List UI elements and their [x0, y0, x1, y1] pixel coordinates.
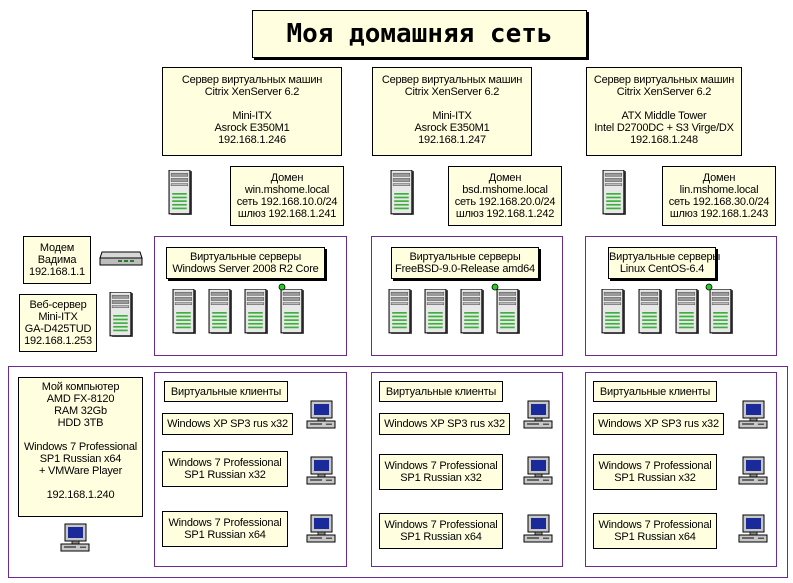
client-pc-icon — [738, 456, 768, 486]
vm-server-1-header: Сервер виртуальных машин Citrix XenServe… — [162, 67, 342, 156]
virtual-servers-2-label: Виртуальные серверы FreeBSD-9.0-Release … — [391, 247, 539, 279]
client-pc-icon — [306, 514, 336, 544]
virtual-clients-1-heading: Виртуальные клиенты — [164, 381, 288, 402]
client-2-3-note: Windows 7 Professional SP1 Russian x64 — [379, 513, 503, 549]
virtual-server-icon — [601, 289, 626, 335]
status-led-icon — [705, 283, 713, 291]
client-pc-icon — [523, 456, 553, 486]
client-pc-icon — [738, 514, 768, 544]
client-pc-icon — [523, 400, 553, 430]
client-2-1-note: Windows XP SP3 rus x32 — [379, 413, 510, 435]
client-pc-icon — [523, 514, 553, 544]
virtual-server-icon — [460, 289, 485, 335]
status-led-icon — [278, 283, 286, 291]
my-computer-icon — [60, 523, 90, 553]
virtual-server-icon — [675, 289, 700, 335]
client-3-3-note: Windows 7 Professional SP1 Russian x64 — [593, 513, 717, 549]
modem-icon — [99, 251, 143, 266]
vm-server-2-header: Сервер виртуальных машин Citrix XenServe… — [372, 67, 532, 156]
physical-server-1-icon — [168, 170, 193, 216]
virtual-server-icon — [496, 289, 521, 335]
virtual-server-icon — [638, 289, 663, 335]
web-server-note: Веб-сервер Mini-ITX GA-D425TUD 192.168.1… — [19, 294, 97, 352]
client-2-2-note: Windows 7 Professional SP1 Russian x32 — [379, 454, 503, 490]
virtual-server-icon — [388, 289, 413, 335]
client-3-2-note: Windows 7 Professional SP1 Russian x32 — [593, 454, 717, 490]
physical-server-2-icon — [390, 170, 415, 216]
my-computer-note: Мой компьютер AMD FX-8120 RAM 32Gb HDD 3… — [18, 377, 143, 517]
virtual-servers-1-label: Виртуальные серверы Windows Server 2008 … — [166, 247, 325, 279]
client-pc-icon — [306, 456, 336, 486]
physical-server-3-icon — [602, 170, 627, 216]
diagram-title: Моя домашняя сеть — [252, 10, 587, 58]
virtual-server-icon — [172, 289, 197, 335]
domain-3-note: Домен lin.mshome.local сеть 192.168.30.0… — [662, 166, 776, 226]
client-1-1-note: Windows XP SP3 rus x32 — [162, 413, 293, 435]
client-3-1-note: Windows XP SP3 rus x32 — [593, 413, 724, 435]
virtual-servers-3-label: Виртуальные серверы Linux CentOS-6.4 — [608, 247, 720, 279]
domain-1-note: Домен win.mshome.local сеть 192.168.10.0… — [230, 166, 344, 226]
virtual-server-icon — [709, 289, 734, 335]
virtual-clients-3-heading: Виртуальные клиенты — [593, 381, 717, 402]
client-pc-icon — [738, 400, 768, 430]
virtual-server-icon — [424, 289, 449, 335]
virtual-server-icon — [244, 289, 269, 335]
virtual-server-icon — [280, 289, 305, 335]
domain-2-note: Домен bsd.mshome.local сеть 192.168.20.0… — [448, 166, 562, 226]
client-1-2-note: Windows 7 Professional SP1 Russian x32 — [162, 451, 288, 487]
web-server-icon — [109, 292, 134, 338]
client-pc-icon — [306, 400, 336, 430]
vm-server-3-header: Сервер виртуальных машин Citrix XenServe… — [586, 67, 742, 156]
status-led-icon — [491, 283, 499, 291]
client-1-3-note: Windows 7 Professional SP1 Russian x64 — [162, 511, 288, 547]
modem-note: Модем Вадима 192.168.1.1 — [23, 236, 91, 284]
virtual-clients-2-heading: Виртуальные клиенты — [379, 381, 503, 402]
virtual-server-icon — [208, 289, 233, 335]
